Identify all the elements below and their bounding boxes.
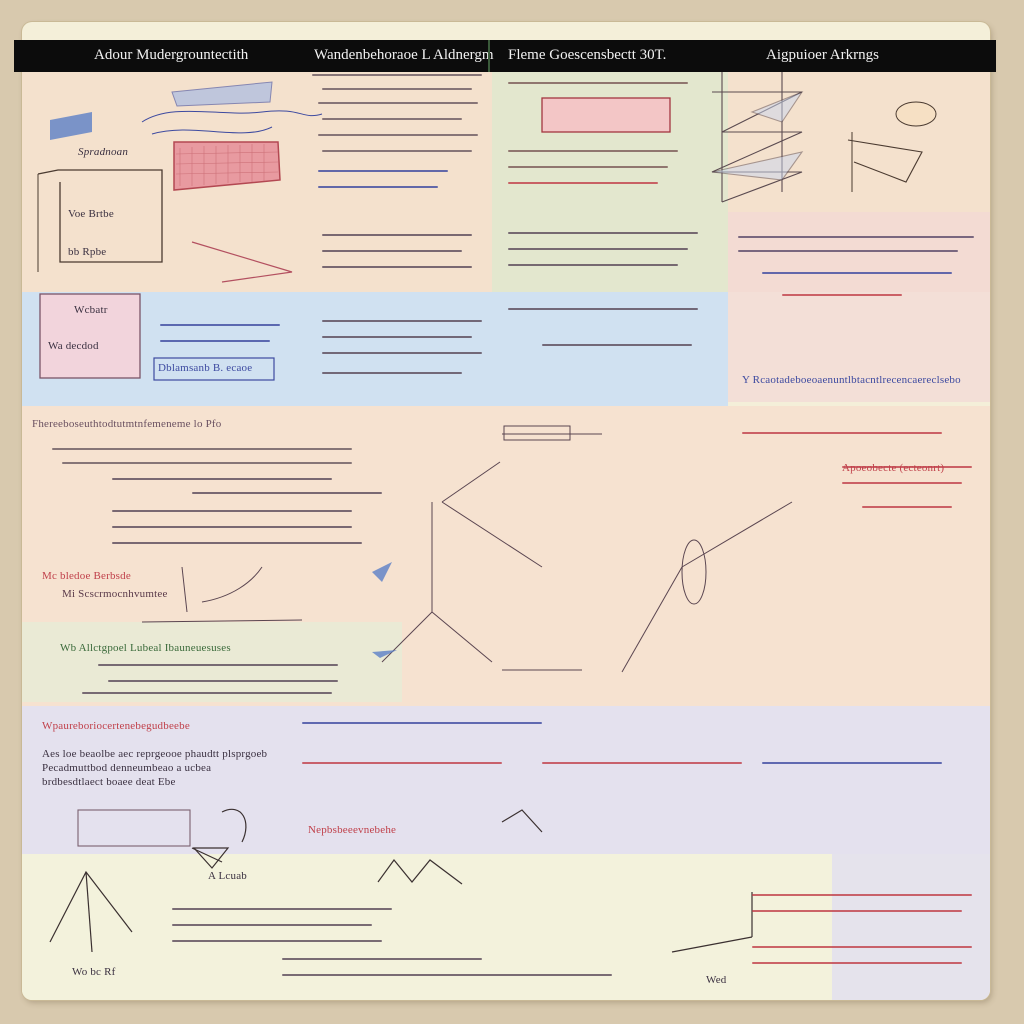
header-cell-1: Adour Mudergrountectith	[94, 47, 249, 63]
text-line	[762, 762, 942, 764]
text-line	[172, 924, 372, 926]
box-blue-label-3: Dblamsanb B. ecaoe	[158, 362, 253, 374]
text-line	[282, 974, 612, 976]
sketch-caption: Spradnoan	[78, 146, 129, 158]
text-line	[762, 272, 952, 274]
text-line	[842, 482, 962, 484]
text-line	[508, 264, 678, 266]
text-line	[738, 236, 974, 238]
text-line	[98, 664, 338, 666]
bottom-right-label: Wed	[706, 974, 727, 986]
mid-left-heading: Fhereeboseuthtodtutmtnfemeneme lo Pfo	[32, 418, 222, 430]
header-cell-4: Aigpuioer Arkrngs	[766, 47, 879, 63]
text-line	[752, 946, 972, 948]
lilac-line-1: Aes loe beaolbe aec reprgeooe phaudtt pl…	[42, 748, 268, 760]
text-line	[322, 118, 462, 120]
text-line	[508, 150, 678, 152]
text-line	[322, 150, 472, 152]
lilac-line-3: brdbesdtlaect boaee deat Ebe	[42, 776, 176, 788]
text-line	[542, 762, 742, 764]
text-line	[508, 166, 668, 168]
text-line	[862, 506, 952, 508]
lilac-line-2: Pecadmuttbod denneumbeao a ucbea	[42, 762, 212, 774]
drawing-sheet: Spradnoan Voe Brtbe bb Rpbe Wcbatr Wa de…	[22, 22, 990, 1000]
text-line	[542, 344, 692, 346]
text-line	[172, 908, 392, 910]
box-top-left-label-2: bb Rpbe	[68, 246, 107, 258]
text-line	[52, 448, 352, 450]
text-line	[508, 232, 698, 234]
text-line	[82, 692, 332, 694]
text-line	[322, 320, 482, 322]
text-line	[302, 722, 542, 724]
text-line	[738, 250, 958, 252]
text-line	[508, 182, 658, 184]
band-lilac	[22, 706, 990, 854]
text-line	[322, 352, 482, 354]
green-heading: Wb Allctgpoel Lubeal Ibauneuesuses	[60, 642, 231, 654]
text-line	[842, 466, 972, 468]
text-line	[322, 234, 472, 236]
right-sketch-label: Y Rcaotadeboeoaenuntlbtacntlrecencaerecl…	[742, 374, 961, 386]
text-line	[108, 680, 338, 682]
text-line	[318, 134, 478, 136]
text-line	[322, 250, 462, 252]
text-line	[112, 478, 332, 480]
mid-left-red-label-1: Mc bledoe Berbsde	[42, 570, 131, 582]
text-line	[112, 510, 352, 512]
text-line	[318, 170, 448, 172]
text-line	[782, 294, 902, 296]
right-red-label-1: Apoeobecte (ecteonrt)	[842, 462, 945, 474]
text-line	[302, 762, 502, 764]
lilac-heading: Wpaureboriocertenebegudbeebe	[42, 720, 190, 732]
band-lilac-bottom-right	[832, 854, 990, 1000]
header-cell-3: Fleme Goescensbectt 30T.	[508, 47, 667, 63]
mid-left-red-label-2: Mi Scscrmocnhvumtee	[62, 588, 168, 600]
text-line	[282, 958, 482, 960]
text-line	[322, 88, 472, 90]
text-line	[318, 102, 478, 104]
header-divider	[488, 40, 490, 72]
text-line	[112, 542, 362, 544]
text-line	[112, 526, 352, 528]
box-blue-label-2: Wa decdod	[48, 340, 99, 352]
text-line	[160, 324, 280, 326]
lilac-red-box-label: Nepbsbeeevnebehe	[308, 824, 397, 836]
text-line	[508, 248, 688, 250]
text-line	[322, 336, 472, 338]
text-line	[318, 186, 438, 188]
text-line	[508, 308, 698, 310]
text-line	[752, 910, 962, 912]
text-line	[322, 372, 462, 374]
header-bar: Adour Mudergrountectith Wandenbehoraoe L…	[14, 40, 996, 72]
header-cell-2: Wandenbehoraoe L Aldnergm	[314, 47, 494, 63]
text-line	[160, 340, 270, 342]
text-line	[62, 462, 352, 464]
sketch-layer	[37, 72, 937, 953]
band-green-strip	[22, 622, 402, 702]
band-peach-right	[728, 212, 990, 402]
text-line	[752, 894, 972, 896]
text-line	[752, 962, 962, 964]
text-line	[172, 940, 382, 942]
text-line	[322, 266, 472, 268]
box-blue-label-1: Wcbatr	[74, 304, 108, 316]
box-top-left-label-1: Voe Brtbe	[68, 208, 114, 220]
text-line	[312, 74, 482, 76]
bottom-left-nums: Wo bc Rf	[72, 966, 116, 978]
text-line	[508, 82, 688, 84]
text-line	[742, 432, 942, 434]
pointer-label: A Lcuab	[208, 870, 247, 882]
text-line	[192, 492, 382, 494]
